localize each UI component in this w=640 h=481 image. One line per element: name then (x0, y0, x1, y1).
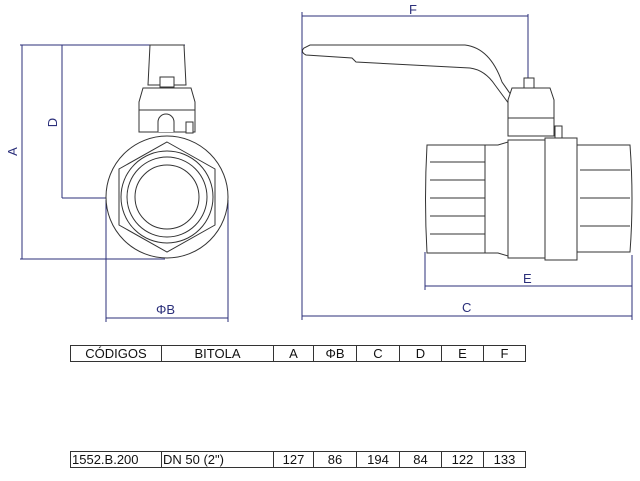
header-bitola: BITOLA (161, 345, 274, 362)
cell-f: 133 (483, 451, 526, 468)
dimension-lines (20, 12, 633, 322)
table-row: 1552.B.200 DN 50 (2") 127 86 194 84 122 … (70, 451, 526, 468)
cell-c: 194 (356, 451, 400, 468)
dimension-label-a: A (4, 147, 20, 156)
cell-a: 127 (273, 451, 314, 468)
valve-drawing (20, 12, 633, 322)
left-view (105, 44, 229, 259)
cell-d: 84 (399, 451, 442, 468)
dimension-header-table: CÓDIGOS BITOLA A ΦB C D E F (70, 345, 526, 362)
dimension-label-d: D (45, 117, 61, 128)
cell-bitola: DN 50 (2") (161, 451, 274, 468)
right-view (301, 44, 633, 261)
dimension-label-b: ΦB (156, 302, 176, 317)
header-f: F (483, 345, 526, 362)
cell-b: 86 (313, 451, 357, 468)
cell-codigo: 1552.B.200 (70, 451, 162, 468)
dimension-data-table: 1552.B.200 DN 50 (2") 127 86 194 84 122 … (70, 451, 526, 468)
dimension-label-f: F (409, 2, 417, 17)
cell-e: 122 (441, 451, 484, 468)
header-c: C (356, 345, 400, 362)
header-d: D (399, 345, 442, 362)
dimension-label-c: C (462, 300, 472, 315)
header-b: ΦB (313, 345, 357, 362)
table-header-row: CÓDIGOS BITOLA A ΦB C D E F (70, 345, 526, 362)
header-e: E (441, 345, 484, 362)
header-codigos: CÓDIGOS (70, 345, 162, 362)
dimension-label-e: E (523, 271, 532, 286)
header-a: A (273, 345, 314, 362)
